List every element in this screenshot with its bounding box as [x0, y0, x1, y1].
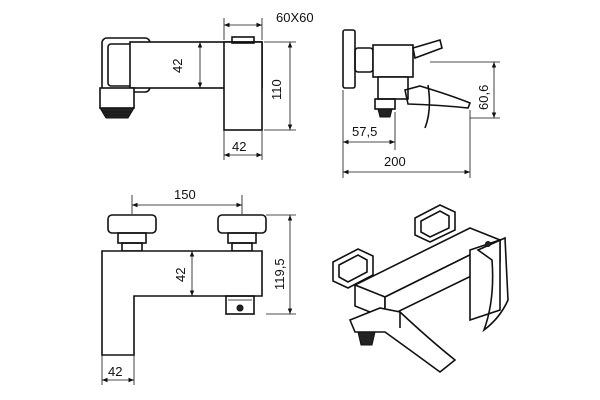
isometric-view	[332, 204, 509, 374]
dim-110: 110	[269, 79, 284, 100]
dim-119-5: 119,5	[272, 258, 287, 290]
dim-60x60: 60X60	[276, 10, 314, 25]
side-view-dimensions: 60X60 42 110 42	[170, 10, 314, 160]
profile-view	[342, 29, 472, 129]
dim-200: 200	[384, 154, 406, 169]
dim-42-front-bottom: 42	[108, 364, 122, 379]
dim-42-front: 42	[173, 268, 188, 282]
dim-57-5: 57,5	[352, 124, 377, 139]
dim-150: 150	[174, 187, 196, 202]
profile-view-dimensions: 60,6 57,5 200	[342, 61, 500, 178]
side-view	[99, 36, 263, 131]
dim-42-side: 42	[170, 59, 185, 73]
dim-60-6: 60,6	[476, 85, 491, 110]
front-view-dimensions: 150 42 119,5 42	[101, 187, 296, 385]
dim-42-bottom: 42	[232, 139, 246, 154]
front-view	[101, 214, 267, 356]
